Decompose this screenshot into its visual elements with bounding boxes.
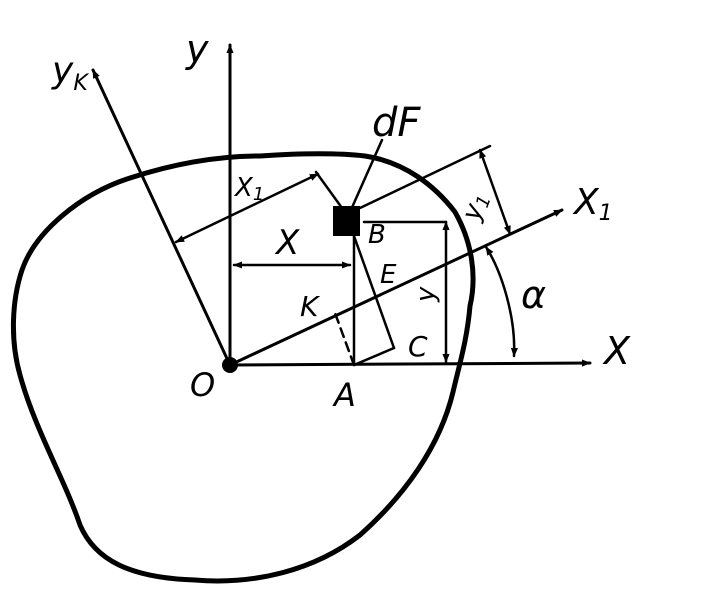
- x-axis: [228, 359, 592, 367]
- alpha-angle-arc: [484, 245, 519, 358]
- x1-dimension: [174, 172, 320, 244]
- label-x-axis: X: [602, 329, 631, 373]
- label-yk-sub: K: [73, 71, 89, 96]
- label-x1-segment: X1: [233, 173, 264, 205]
- cross-section-outline: [10, 151, 476, 584]
- label-k: K: [300, 290, 321, 323]
- y1-dim-extension: [358, 144, 492, 210]
- label-yk-axis: yK: [51, 50, 89, 96]
- label-c: C: [408, 330, 428, 363]
- label-df: dF: [372, 100, 421, 146]
- label-a: A: [332, 376, 356, 414]
- origin-point: [222, 357, 238, 373]
- label-y-segment: y: [411, 286, 441, 303]
- x1-dim-extension: [314, 170, 344, 210]
- x1-axis: [228, 208, 564, 367]
- yk-axis: [91, 68, 232, 367]
- label-alpha: α: [521, 273, 546, 317]
- label-b: B: [368, 220, 386, 250]
- label-x-segment: X: [274, 223, 300, 263]
- dashed-segment-ak: [333, 311, 356, 367]
- y1-dimension: [478, 148, 512, 236]
- projection-perp-x1: [352, 234, 396, 350]
- label-e: E: [380, 260, 397, 290]
- df-leader: [348, 138, 384, 214]
- label-origin: O: [190, 366, 215, 404]
- label-x1-seg-sub: 1: [253, 184, 264, 205]
- area-element-df: [333, 206, 360, 236]
- label-y-axis: y: [185, 27, 209, 71]
- label-x1-axis: X1: [572, 182, 613, 226]
- construction-a-to-x1: [352, 346, 396, 367]
- label-x1-axis-sub: 1: [599, 201, 613, 226]
